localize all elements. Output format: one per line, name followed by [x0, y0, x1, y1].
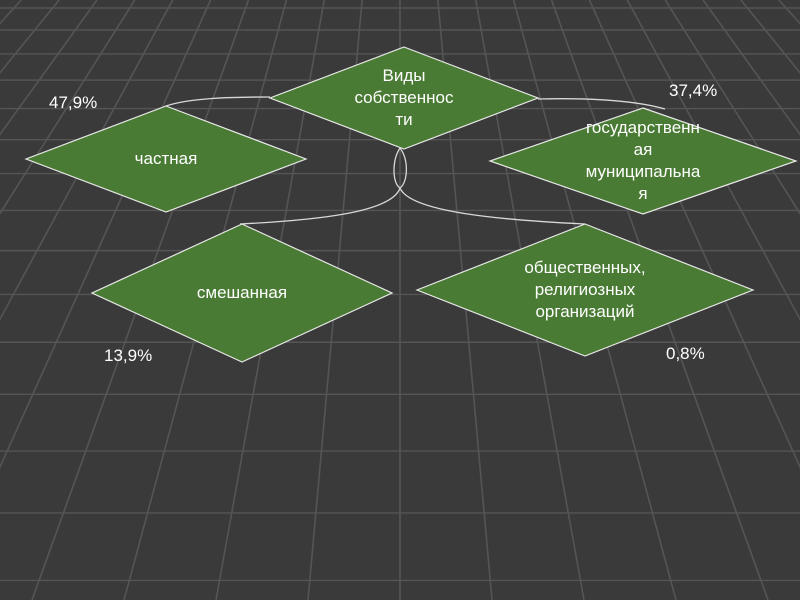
diamond-shape [415, 223, 755, 357]
connector-root-public [399, 187, 586, 225]
grid-line-vertical [0, 0, 98, 136]
percent-mixed: 13,9% [104, 346, 153, 365]
grid-line-vertical [702, 0, 800, 136]
diamond-private: частная [24, 105, 308, 213]
grid-line-vertical [626, 0, 800, 321]
connector-root-private [165, 96, 271, 107]
diamond-shape [268, 46, 540, 150]
grid-line-vertical [0, 0, 212, 469]
diamond-shape [24, 105, 308, 213]
connector-loop [393, 147, 408, 189]
connector-root-mixed [239, 187, 401, 225]
connector-root-state [537, 98, 666, 110]
percent-private: 47,9% [49, 93, 98, 112]
diamond-shape [488, 107, 798, 215]
grid-line-vertical [0, 0, 136, 216]
diamond-mixed: смешанная [90, 223, 394, 363]
grid-line-vertical [0, 0, 174, 321]
grid-line-vertical [664, 0, 800, 216]
mixed-label: смешанная [196, 283, 288, 302]
diamond-shape [90, 223, 394, 363]
private-label: частная [134, 149, 198, 168]
percent-state-municipal: 37,4% [669, 81, 718, 100]
percent-public-religious: 0,8% [666, 344, 705, 363]
